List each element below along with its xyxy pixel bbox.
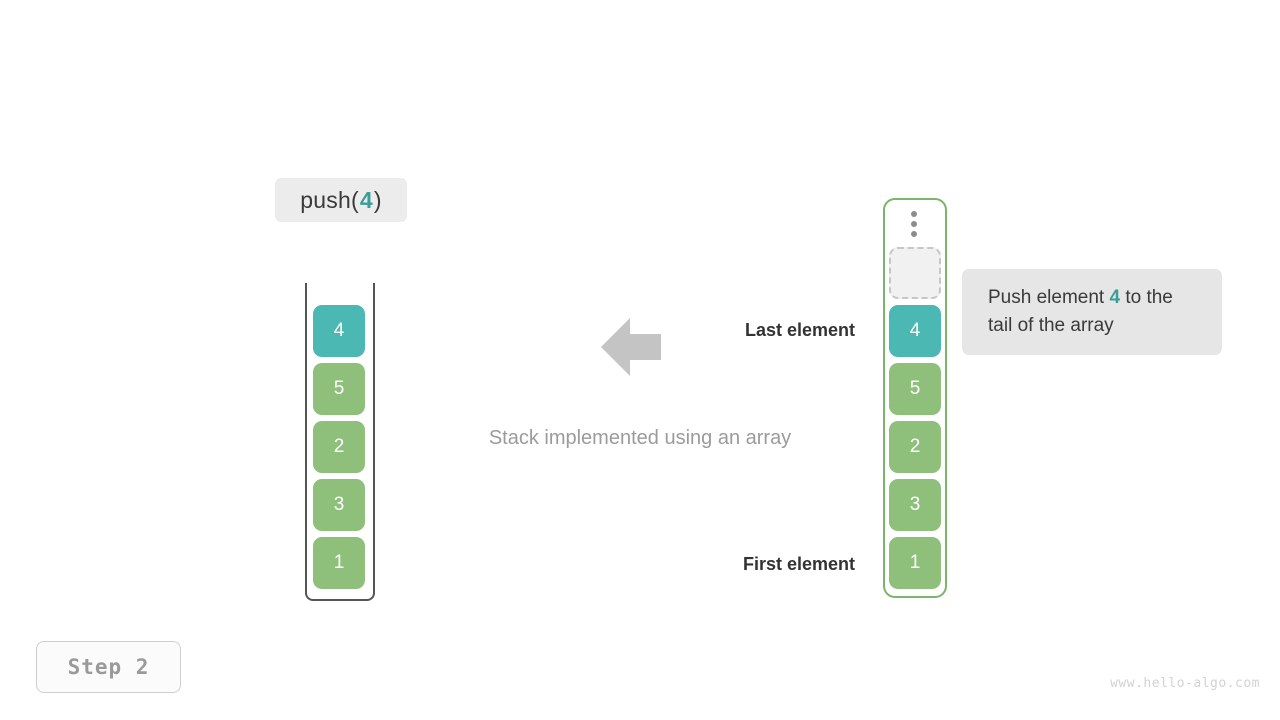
operation-prefix: push( <box>300 186 359 213</box>
operation-label: push(4) <box>275 178 407 222</box>
operation-value: 4 <box>359 186 373 213</box>
ellipsis-dot <box>911 221 917 227</box>
stack-wall-right <box>373 283 375 583</box>
stack-cell: 1 <box>313 537 365 589</box>
array-cell: 3 <box>889 479 941 531</box>
last-element-label: Last element <box>744 320 855 340</box>
array-cell: 2 <box>889 421 941 473</box>
array-empty-slot <box>889 247 941 299</box>
first-element-label: First element <box>742 554 855 574</box>
step-badge: Step 2 <box>36 641 181 693</box>
arrow-left-icon <box>601 318 661 376</box>
array-cell: 1 <box>889 537 941 589</box>
tooltip-value: 4 <box>1109 287 1121 308</box>
stack-cell: 5 <box>313 363 365 415</box>
stack-cell-list: 4 5 2 3 1 <box>313 305 365 595</box>
stack-container <box>305 283 375 601</box>
tooltip-text-before: Push element <box>988 287 1110 308</box>
tooltip-callout: Push element 4 to the tail of the array <box>962 269 1222 355</box>
stack-cell: 4 <box>313 305 365 357</box>
tooltip-text-after: to the tail of the array <box>988 287 1173 336</box>
operation-suffix: ) <box>373 186 382 213</box>
array-cell: 4 <box>889 305 941 357</box>
watermark: www.hello-algo.com <box>1110 676 1260 691</box>
ellipsis-dot <box>911 211 917 217</box>
stack-cell: 3 <box>313 479 365 531</box>
stack-base <box>305 569 375 601</box>
diagram-caption: Stack implemented using an array <box>488 427 792 449</box>
array-cell-list: 4 5 2 3 1 <box>889 247 941 595</box>
array-cell: 5 <box>889 363 941 415</box>
stack-cell: 2 <box>313 421 365 473</box>
ellipsis-dot <box>911 231 917 237</box>
vertical-ellipsis-icon <box>910 211 918 237</box>
stack-wall-left <box>305 283 307 583</box>
